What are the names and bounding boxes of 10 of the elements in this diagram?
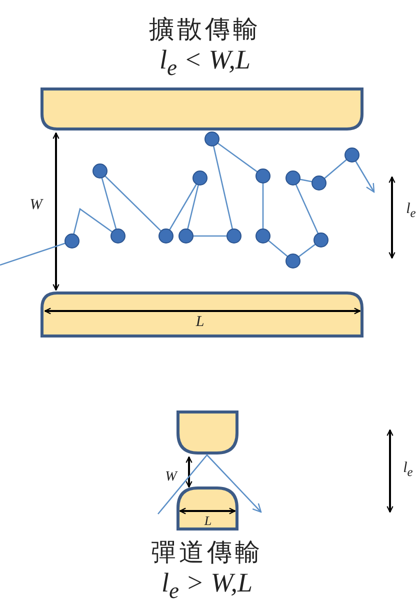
heading: 彈道傳輸 bbox=[151, 539, 263, 567]
dimension-label: l$_{e}$ bbox=[406, 201, 416, 221]
dimension-label: L bbox=[204, 514, 212, 528]
dimension-label: l$_{e}$ bbox=[403, 460, 413, 480]
formula: l$_{e}$ > W,L bbox=[162, 568, 252, 604]
heading: 擴散傳輸 bbox=[149, 16, 261, 44]
formula: l$_{e}$ < W,L bbox=[160, 45, 250, 81]
dimension-label: W bbox=[165, 469, 177, 485]
dimension-label: W bbox=[30, 196, 42, 214]
dimension-label: L bbox=[196, 314, 204, 330]
